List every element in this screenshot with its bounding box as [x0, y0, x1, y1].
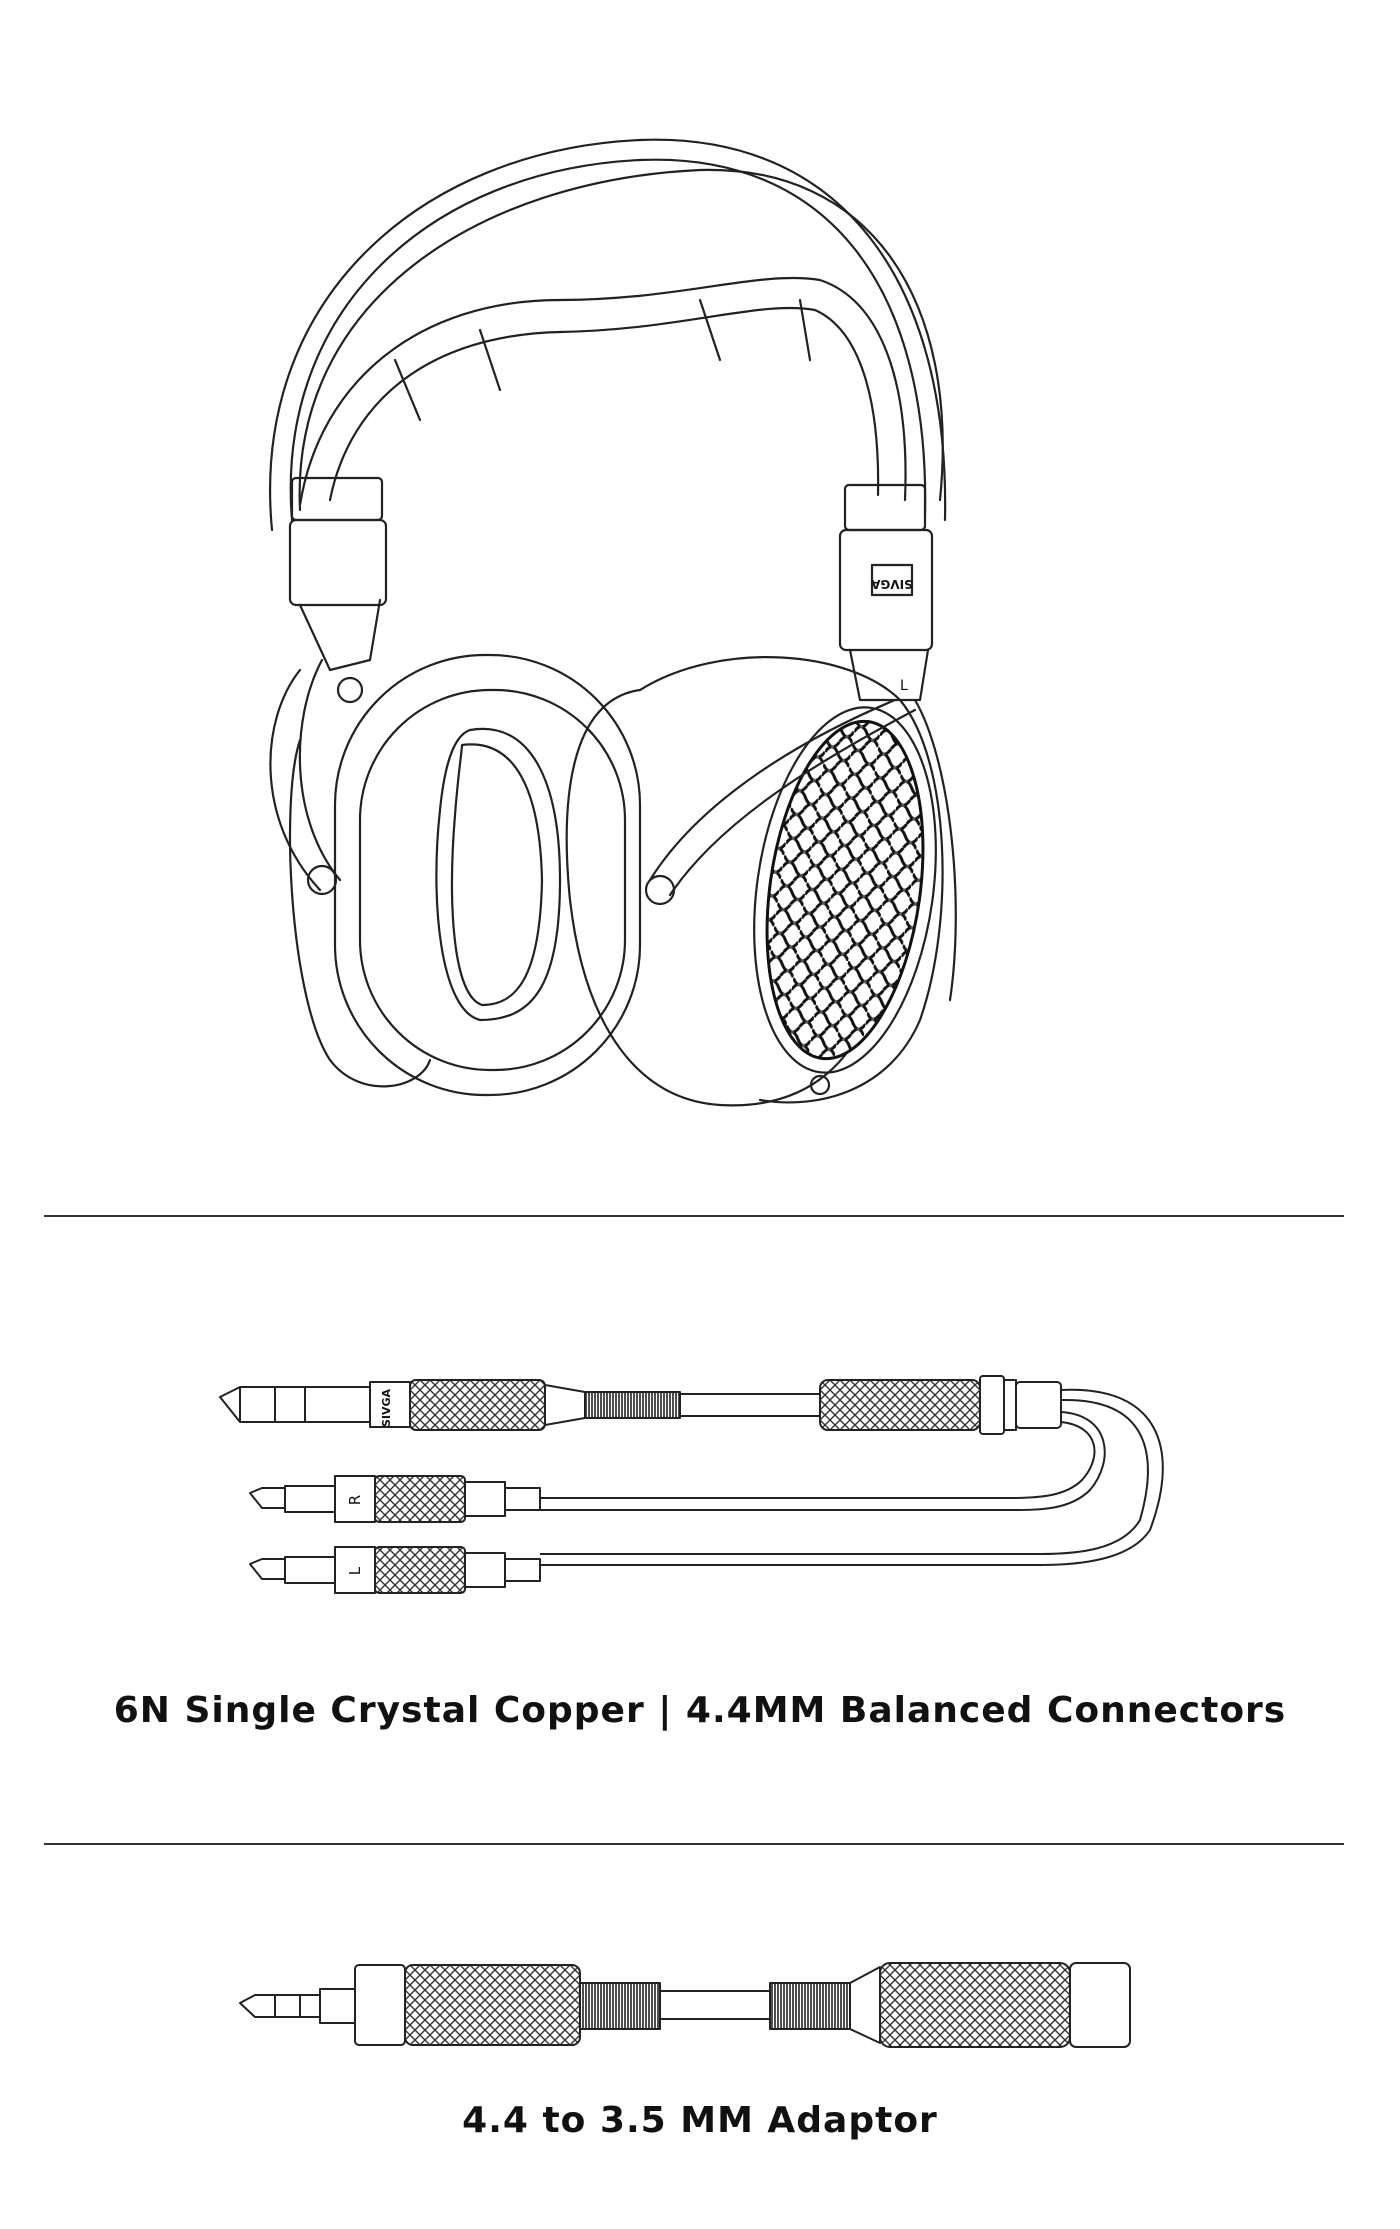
adaptor-illustration-section [0, 1945, 1400, 2065]
adaptor-caption: 4.4 to 3.5 MM Adaptor [462, 2100, 938, 2141]
headphone-illustration: SIVGA L [269, 138, 957, 1107]
cable-illustration: SIVGA R L [219, 1375, 1164, 1594]
headphone-brand-mark: SIVGA [871, 577, 913, 591]
divider-top [44, 1215, 1344, 1217]
headphone-side-marker: L [900, 678, 908, 694]
cable-left-label: L [346, 1566, 364, 1575]
headphone-illustration-section: SIVGA L [269, 138, 957, 1107]
adaptor-illustration [239, 1962, 1131, 2048]
divider-bottom [44, 1843, 1344, 1845]
cable-right-label: R [346, 1495, 364, 1505]
cable-brand-mark: SIVGA [380, 1388, 393, 1427]
cable-caption: 6N Single Crystal Copper | 4.4MM Balance… [113, 1690, 1287, 1731]
cable-illustration-section: SIVGA R L [0, 1330, 1400, 1630]
